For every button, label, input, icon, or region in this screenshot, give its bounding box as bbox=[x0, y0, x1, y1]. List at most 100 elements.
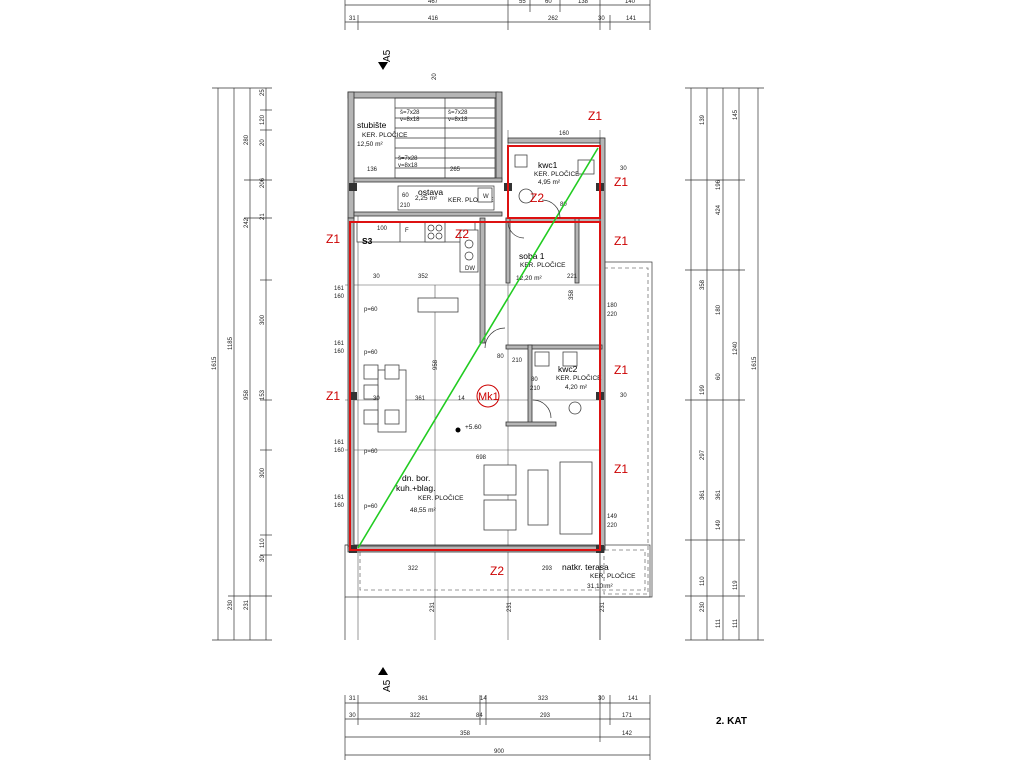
room-finish: KER. PLOČICE bbox=[448, 195, 494, 204]
bottom-dim: 361 bbox=[418, 696, 429, 702]
room-finish: KER. PLOČICE bbox=[520, 260, 566, 269]
stair-spec: v=8x18 bbox=[400, 117, 420, 123]
bottom-dimensions: 31 361 14 323 30 141 30 322 84 293 171 3… bbox=[344, 695, 651, 760]
right-dim: 149 bbox=[716, 519, 722, 530]
left-dimensions: 1615 1185 230 280 242 958 231 25 120 20 … bbox=[212, 87, 272, 641]
room-name: ostava bbox=[418, 187, 443, 197]
dim-293: 293 bbox=[542, 566, 553, 572]
door-220: 220 bbox=[607, 312, 618, 318]
room-dnevni-boravak: dn. bor. kuh.+blag. KER. PLOČICE 48,55 m… bbox=[396, 473, 464, 514]
dim-210: 210 bbox=[530, 386, 541, 392]
dim-210: 210 bbox=[512, 358, 523, 364]
dim-30: 30 bbox=[620, 166, 627, 172]
window-160: 160 bbox=[334, 349, 345, 355]
opening-p60: p=60 bbox=[364, 350, 378, 356]
left-dim: 242 bbox=[244, 217, 250, 228]
zone-tag-z2: Z2 bbox=[530, 191, 544, 205]
left-dim: 230 bbox=[228, 599, 234, 610]
room-name: dn. bor. bbox=[402, 473, 430, 483]
room-stubiste: stubište KER. PLOČICE 12,50 m² bbox=[357, 120, 408, 148]
room-soba-1: soba 1 KER. PLOČICE 12,20 m² 221 bbox=[516, 251, 578, 282]
top-dim: 60 bbox=[545, 0, 552, 5]
top-dim: 141 bbox=[626, 16, 637, 22]
right-dim: 230 bbox=[700, 601, 706, 612]
left-dim: 206 bbox=[260, 177, 266, 188]
right-dim: 145 bbox=[733, 109, 739, 120]
window-161: 161 bbox=[334, 341, 345, 347]
left-dim: 958 bbox=[244, 389, 250, 400]
section-marker-bottom: A5 bbox=[378, 667, 393, 692]
left-dim: 20 bbox=[260, 139, 266, 146]
dim-358: 358 bbox=[569, 289, 575, 300]
stair-spec: š=7x28 bbox=[400, 110, 420, 116]
dim-698: 698 bbox=[476, 455, 487, 461]
kitchen-furniture: F 100 DW bbox=[356, 221, 593, 535]
top-dim: 140 bbox=[625, 0, 636, 5]
left-dim: 25 bbox=[260, 89, 266, 96]
elevation-mark: +5.60 bbox=[455, 424, 482, 433]
zone-tag-z2: Z2 bbox=[455, 227, 469, 241]
right-dim: 199 bbox=[700, 384, 706, 395]
top-dim: 30 bbox=[598, 16, 605, 22]
window-161: 161 bbox=[334, 495, 345, 501]
opening-p60: p=60 bbox=[364, 307, 378, 313]
right-dim: 361 bbox=[716, 489, 722, 500]
dim-136: 136 bbox=[367, 167, 378, 173]
right-dim: 196 bbox=[716, 179, 722, 190]
zone-tag-z1: Z1 bbox=[614, 462, 628, 476]
dim-100: 100 bbox=[377, 226, 388, 232]
stair-spec: š=7x28 bbox=[448, 110, 468, 116]
room-area: 2,25 m² bbox=[415, 195, 438, 202]
dim-60: 60 bbox=[402, 193, 409, 199]
door-220: 220 bbox=[607, 523, 618, 529]
window-160: 160 bbox=[334, 294, 345, 300]
room-name: stubište bbox=[357, 120, 387, 130]
dim-352: 352 bbox=[418, 274, 429, 280]
window-161: 161 bbox=[334, 440, 345, 446]
dim-30: 30 bbox=[373, 274, 380, 280]
bottom-dim: 293 bbox=[540, 713, 551, 719]
room-area: 4,20 m² bbox=[565, 384, 588, 391]
room-name-2: kuh.+blag. bbox=[396, 483, 435, 493]
dim-80: 80 bbox=[531, 377, 538, 383]
door-149: 149 bbox=[607, 514, 618, 520]
room-finish: KER. PLOČICE bbox=[418, 493, 464, 502]
room-kupaonica-1: kwc1 KER. PLOČICE 4,95 m² bbox=[514, 154, 595, 204]
bottom-dim: 171 bbox=[622, 713, 633, 719]
right-dimensions: 139 424 358 180 199 297 361 149 110 230 … bbox=[685, 87, 764, 641]
room-name: natkr. terasa bbox=[562, 562, 609, 572]
dishwasher-label: DW bbox=[465, 266, 475, 272]
left-dim: 110 bbox=[260, 538, 266, 548]
bottom-dim: 323 bbox=[538, 696, 549, 702]
dim-20: 20 bbox=[432, 73, 438, 80]
bottom-dim: 14 bbox=[480, 696, 487, 702]
zone-tags: Z1 Z1 Z1 Z1 Z1 Z1 Z1 Z2 Z2 Z2 S3 Mk1 bbox=[326, 109, 628, 578]
staircase: š=7x28 v=8x18 š=7x28 v=8x18 š=7x28 v=8x1… bbox=[367, 97, 496, 179]
door-180: 180 bbox=[607, 303, 618, 309]
right-dim: 1615 bbox=[752, 356, 758, 370]
interior-dimensions: 30 352 30 361 14 698 322 293 30 30 358 9… bbox=[334, 73, 627, 612]
bottom-dim: 900 bbox=[494, 749, 505, 755]
top-dimensions: 467 55 60 138 140 31 416 262 30 141 bbox=[344, 0, 651, 30]
diagonal-measurement bbox=[357, 147, 599, 549]
section-label: A5 bbox=[382, 49, 393, 62]
right-dim: 111 bbox=[716, 618, 722, 628]
zone-tag-z2: Z2 bbox=[490, 564, 504, 578]
bottom-dim: 358 bbox=[460, 731, 471, 737]
room-area: 12,50 m² bbox=[357, 141, 383, 148]
dim-160: 160 bbox=[559, 131, 570, 137]
room-area: 4,95 m² bbox=[538, 179, 561, 186]
marker-mk1: Mk1 bbox=[478, 391, 499, 403]
right-dim: 358 bbox=[700, 279, 706, 290]
dim-80: 80 bbox=[497, 354, 504, 360]
right-dim: 180 bbox=[716, 304, 722, 315]
left-dim: 21 bbox=[260, 213, 266, 220]
left-dim: 1615 bbox=[212, 356, 218, 370]
dim-361: 361 bbox=[415, 396, 426, 402]
bottom-dim: 31 bbox=[349, 696, 356, 702]
room-terasa: natkr. terasa KER. PLOČICE 31,10 m² bbox=[562, 562, 636, 590]
room-ostava: ostava KER. PLOČICE 2,25 m² 60 210 W bbox=[397, 185, 495, 211]
room-area: 12,20 m² bbox=[516, 275, 542, 282]
room-name: kwc2 bbox=[558, 364, 578, 374]
floor-label: 2. KAT bbox=[716, 716, 747, 727]
